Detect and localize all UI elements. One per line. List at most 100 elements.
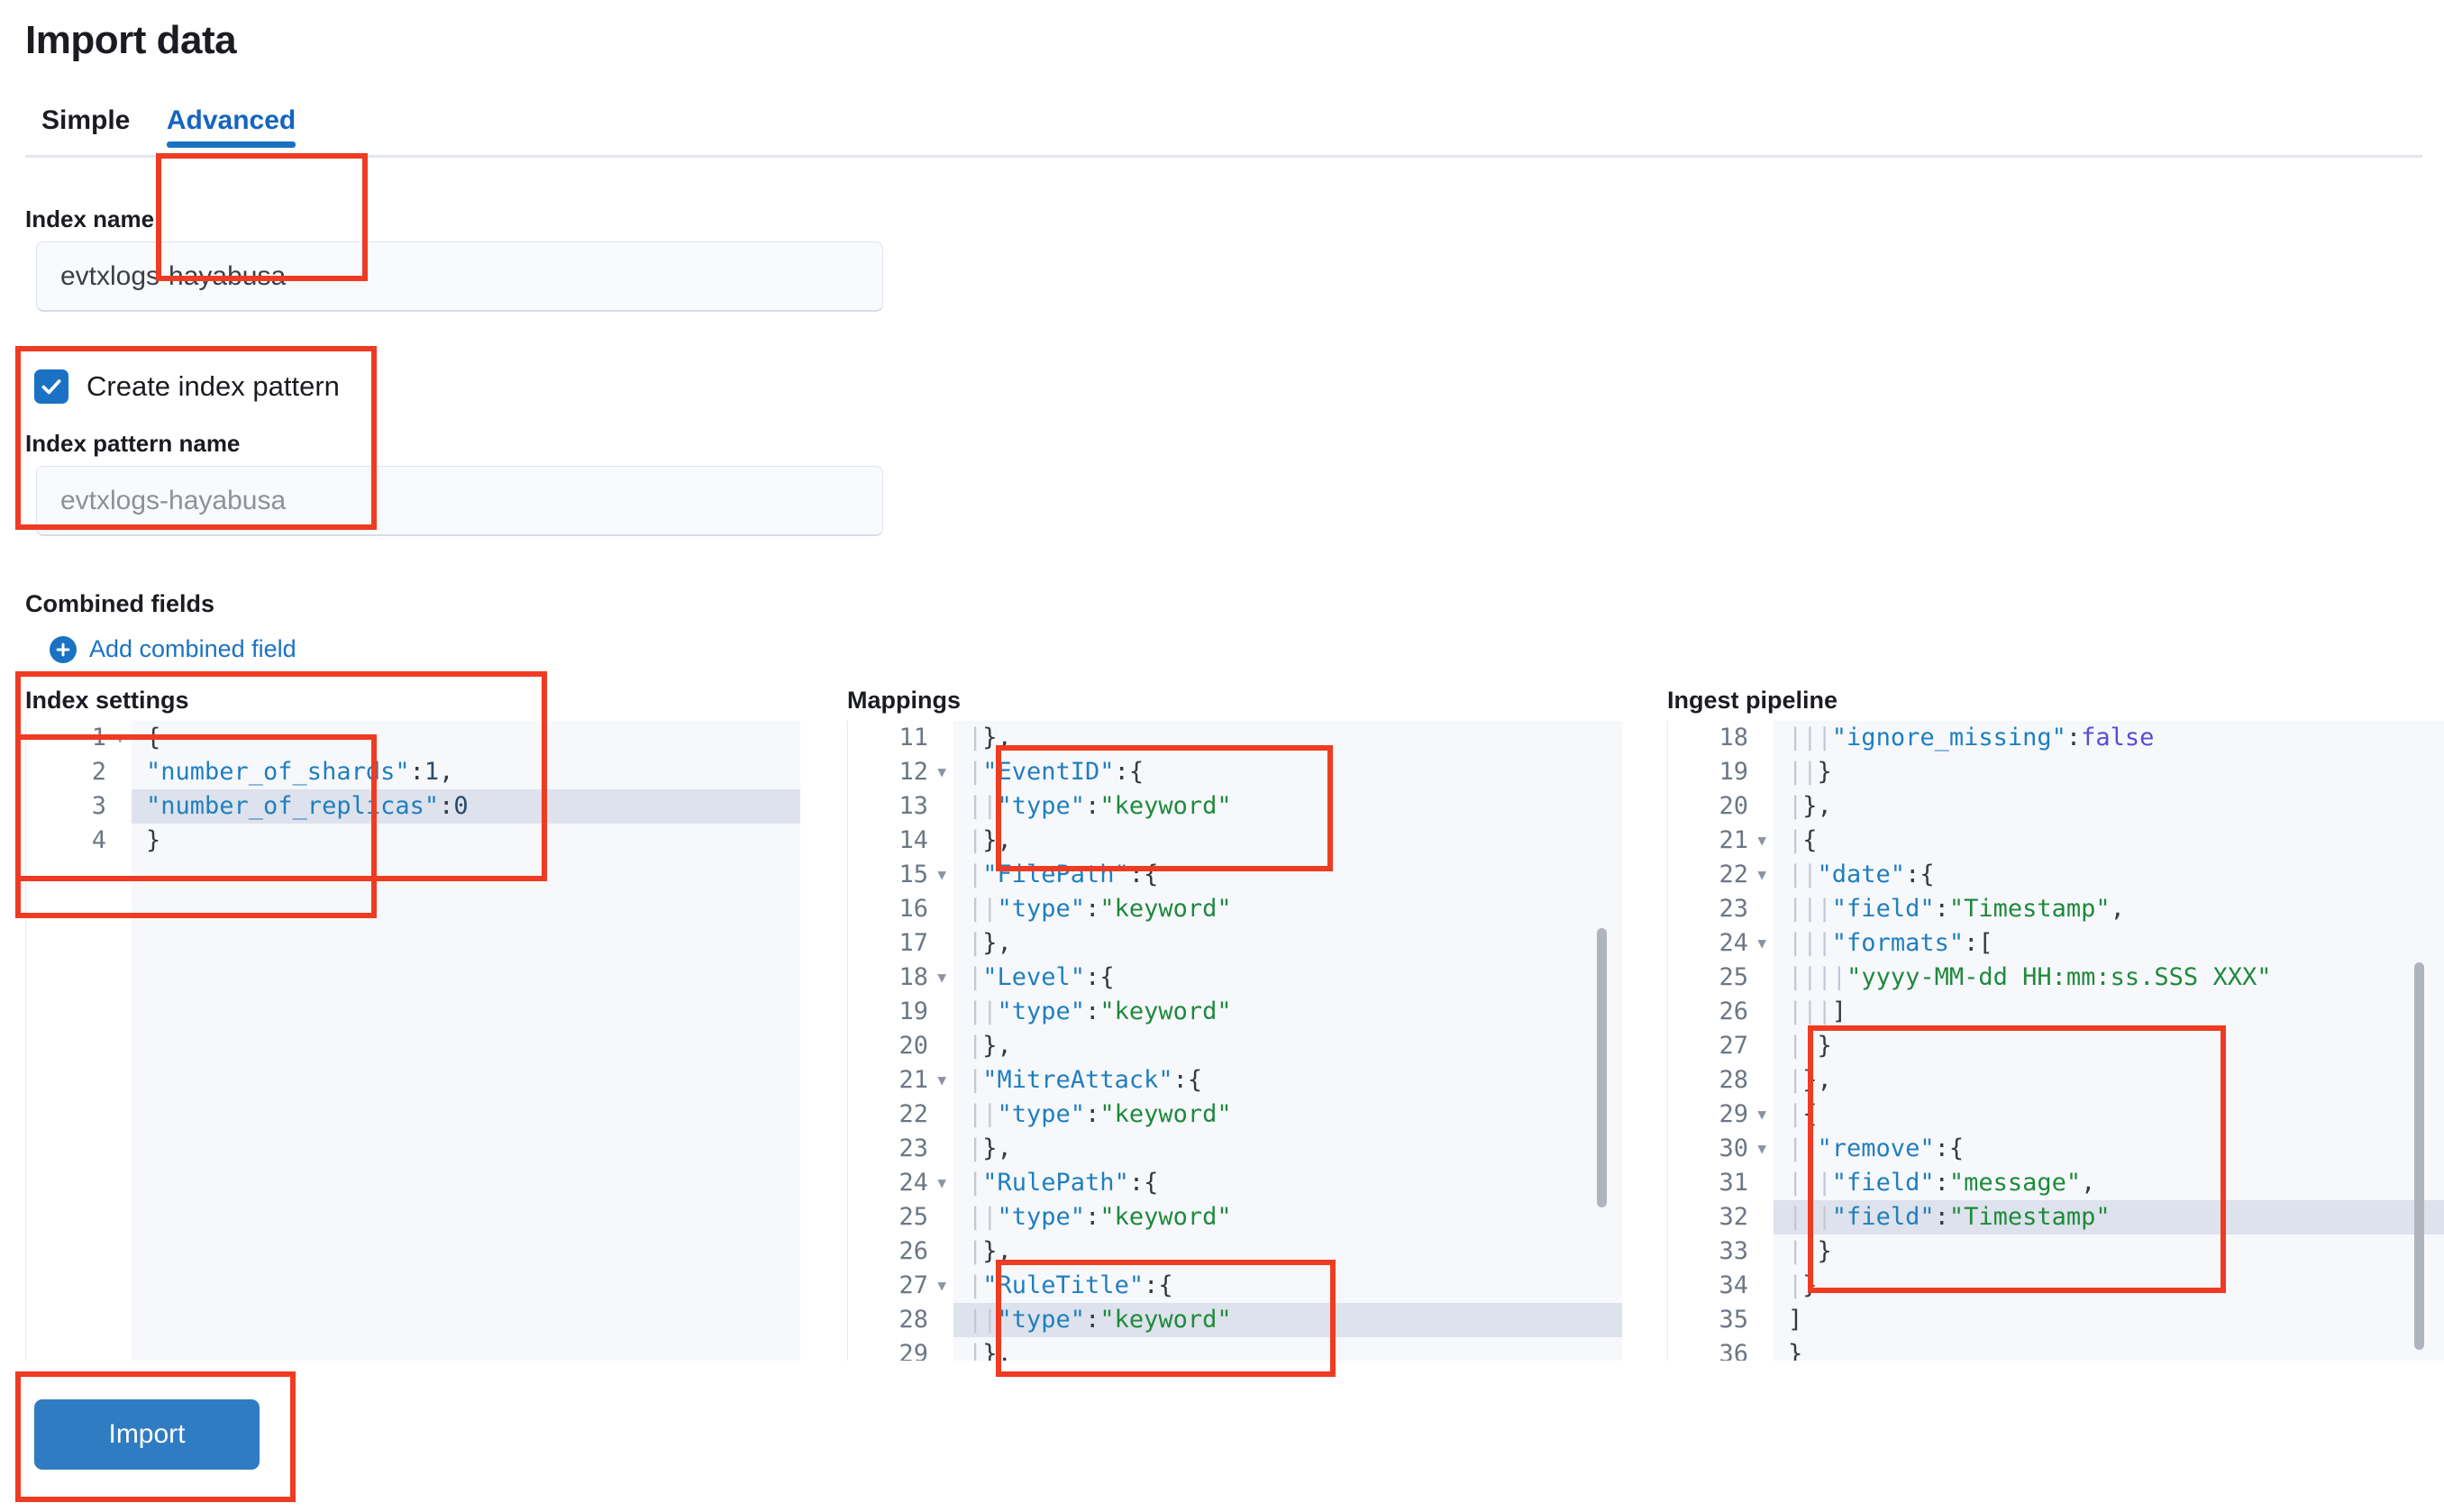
- index-pattern-name-label: Index pattern name: [25, 430, 241, 457]
- code-line: 15▼ | "FilePath": {: [847, 858, 1622, 892]
- code-text: | | | | "yyyy-MM-dd HH:mm:ss.SSS XXX": [1788, 963, 2272, 991]
- tab-advanced[interactable]: Advanced: [150, 97, 312, 148]
- line-number: 25▼: [898, 1203, 928, 1231]
- code-text: | {: [1788, 826, 1818, 854]
- line-number: 1▼: [91, 724, 124, 751]
- fold-arrow-icon[interactable]: ▼: [937, 1071, 946, 1088]
- fold-arrow-icon[interactable]: ▼: [1757, 866, 1766, 883]
- code-line: 25▼ | | "type": "keyword": [847, 1200, 1622, 1234]
- code-text: | "FilePath": {: [968, 861, 1159, 888]
- tab-simple[interactable]: Simple: [41, 105, 131, 135]
- fold-arrow-icon[interactable]: ▼: [1757, 832, 1766, 849]
- plus-icon: [50, 635, 77, 663]
- line-number: 12▼: [898, 758, 946, 786]
- code-text: }: [1788, 1340, 1803, 1361]
- code-line: 18▼ | "Level": {: [847, 961, 1622, 995]
- code-line: 12▼ | "EventID": {: [847, 755, 1622, 789]
- fold-arrow-icon[interactable]: ▼: [1757, 1106, 1766, 1123]
- code-text: | {: [1788, 1100, 1818, 1128]
- line-number: 22▼: [1719, 861, 1766, 888]
- line-number: 24▼: [898, 1169, 946, 1197]
- line-number: 4▼: [91, 826, 106, 854]
- line-number: 28▼: [898, 1306, 928, 1334]
- line-number: 31▼: [1719, 1169, 1748, 1197]
- line-number: 33▼: [1719, 1237, 1748, 1265]
- code-text: | },: [1788, 1066, 1832, 1094]
- code-text: | | "type": "keyword": [968, 895, 1232, 923]
- code-text: | },: [968, 929, 1012, 957]
- code-text: | },: [968, 1340, 1012, 1361]
- code-line: 2▼ "number_of_shards": 1,: [25, 755, 800, 789]
- index-pattern-name-input[interactable]: evtxlogs-hayabusa: [36, 466, 883, 536]
- line-number: 15▼: [898, 861, 946, 888]
- line-number: 27▼: [898, 1271, 946, 1299]
- code-text: | },: [968, 1134, 1012, 1162]
- code-line: 27▼ | "RuleTitle": {: [847, 1269, 1622, 1303]
- fold-arrow-icon[interactable]: ▼: [937, 969, 946, 986]
- line-number: 30▼: [1719, 1134, 1766, 1162]
- ingest-pipeline-scrollbar[interactable]: [2414, 962, 2424, 1350]
- code-text: | "MitreAttack": {: [968, 1066, 1203, 1094]
- code-line: 27▼ | | }: [1667, 1029, 2444, 1063]
- checkbox-checked-icon[interactable]: [34, 369, 68, 404]
- code-text: | "RuleTitle": {: [968, 1271, 1173, 1299]
- code-line: 36▼}: [1667, 1337, 2444, 1361]
- fold-arrow-icon[interactable]: ▼: [937, 1174, 946, 1191]
- line-number: 28▼: [1719, 1066, 1748, 1094]
- code-text: | },: [968, 1237, 1012, 1265]
- combined-fields-label: Combined fields: [25, 590, 215, 617]
- line-number: 23▼: [898, 1134, 928, 1162]
- code-line: 19▼ | | }: [1667, 755, 2444, 789]
- code-line: 33▼ | | }: [1667, 1234, 2444, 1269]
- code-line: 30▼ | | "remove": {: [1667, 1132, 2444, 1166]
- code-text: | | "date": {: [1788, 861, 1935, 888]
- code-line: 20▼ | },: [1667, 789, 2444, 824]
- code-text: | },: [1788, 792, 1832, 820]
- line-number: 34▼: [1719, 1271, 1748, 1299]
- code-line: 26▼ | },: [847, 1234, 1622, 1269]
- fold-arrow-icon[interactable]: ▼: [937, 1277, 946, 1294]
- code-text: | | }: [1788, 758, 1832, 786]
- code-text: "number_of_replicas": 0: [146, 792, 469, 820]
- code-line: 16▼ | | "type": "keyword": [847, 892, 1622, 926]
- index-name-input[interactable]: evtxlogs-hayabusa: [36, 241, 883, 312]
- line-number: 23▼: [1719, 895, 1748, 923]
- code-line: 28▼ | },: [1667, 1063, 2444, 1098]
- code-text: | | }: [1788, 1237, 1832, 1265]
- fold-arrow-icon[interactable]: ▼: [1757, 1140, 1766, 1157]
- fold-arrow-icon[interactable]: ▼: [937, 763, 946, 780]
- code-line: 1▼{: [25, 721, 800, 755]
- create-index-pattern-row[interactable]: Create index pattern: [34, 369, 340, 404]
- line-number: 29▼: [898, 1340, 928, 1361]
- code-text: | | "type": "keyword": [968, 1203, 1232, 1231]
- fold-arrow-icon[interactable]: ▼: [1757, 934, 1766, 952]
- code-text: | },: [968, 1032, 1012, 1060]
- code-line: 21▼ | {: [1667, 824, 2444, 858]
- import-button[interactable]: Import: [34, 1399, 260, 1470]
- line-number: 3▼: [91, 792, 106, 820]
- fold-arrow-icon[interactable]: ▼: [937, 866, 946, 883]
- code-line: 34▼ | }: [1667, 1269, 2444, 1303]
- line-number: 13▼: [898, 792, 928, 820]
- gutter-background: [25, 721, 132, 1361]
- code-line: 28▼ | | "type": "keyword": [847, 1303, 1622, 1337]
- code-line: 24▼ | "RulePath": {: [847, 1166, 1622, 1200]
- code-text: | | "type": "keyword": [968, 1306, 1232, 1334]
- code-text: | "Level": {: [968, 963, 1115, 991]
- index-settings-editor[interactable]: 1▼{2▼ "number_of_shards": 1, 3▼ "number_o…: [25, 721, 800, 1361]
- line-number: 19▼: [1719, 758, 1748, 786]
- code-line: 29▼ | {: [1667, 1098, 2444, 1132]
- line-number: 18▼: [1719, 724, 1748, 751]
- mappings-editor[interactable]: 11▼ | },12▼ | "EventID": {13▼ | | "type"…: [847, 721, 1622, 1361]
- add-combined-field-button[interactable]: Add combined field: [50, 635, 296, 663]
- code-text: ]: [1788, 1306, 1803, 1334]
- mappings-title: Mappings: [847, 687, 961, 714]
- code-text: | | | "field": "message",: [1788, 1169, 2096, 1197]
- mappings-scrollbar[interactable]: [1597, 928, 1607, 1207]
- code-line: 32▼ | | | "field": "Timestamp": [1667, 1200, 2444, 1234]
- code-line: 14▼ | },: [847, 824, 1622, 858]
- code-text: | "RulePath": {: [968, 1169, 1159, 1197]
- fold-arrow-icon[interactable]: ▼: [115, 729, 124, 746]
- code-line: 22▼ | | "date": {: [1667, 858, 2444, 892]
